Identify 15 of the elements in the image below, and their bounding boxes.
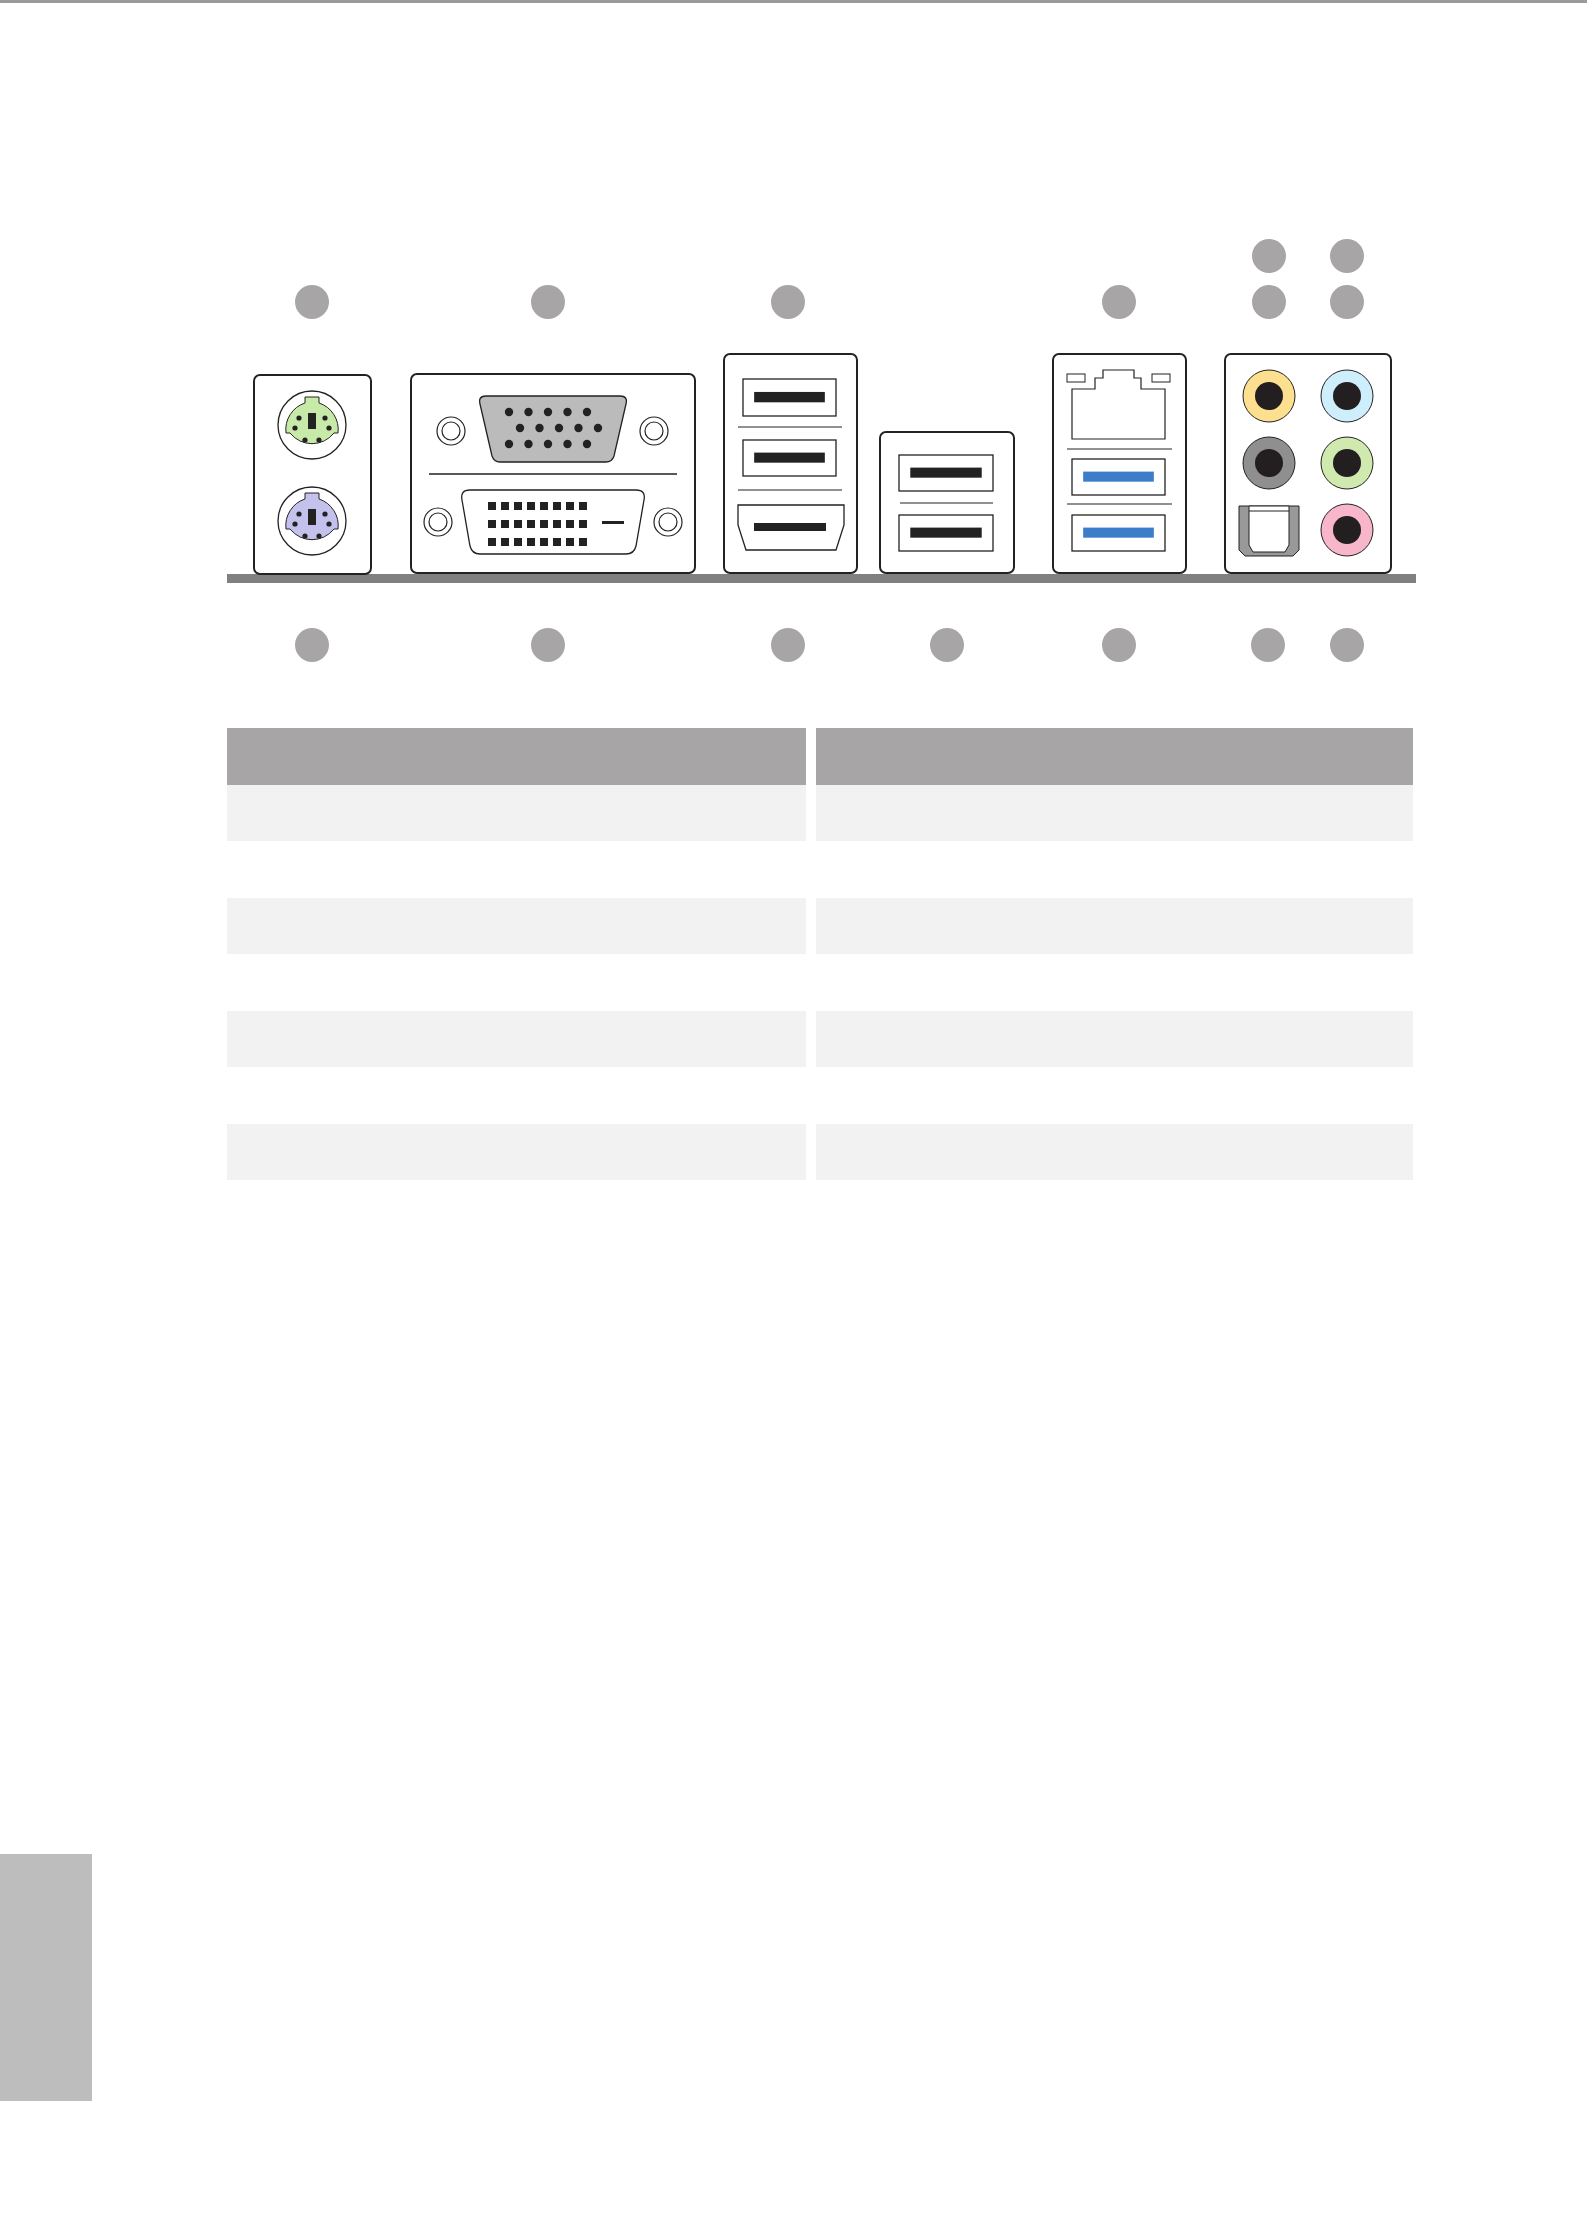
callout-marker	[1102, 628, 1136, 662]
callout-marker	[1102, 285, 1136, 319]
callout-marker	[531, 285, 565, 319]
callout-marker	[1330, 285, 1364, 319]
callout-marker	[1251, 628, 1285, 662]
callout-marker	[1330, 239, 1364, 273]
callout-marker	[1252, 285, 1286, 319]
callout-marker	[771, 285, 805, 319]
callout-marker	[930, 628, 964, 662]
callout-marker	[295, 628, 329, 662]
callout-marker	[1330, 628, 1364, 662]
callout-marker	[295, 285, 329, 319]
callout-marker	[771, 628, 805, 662]
callout-marker	[531, 628, 565, 662]
callout-marker	[1252, 239, 1286, 273]
